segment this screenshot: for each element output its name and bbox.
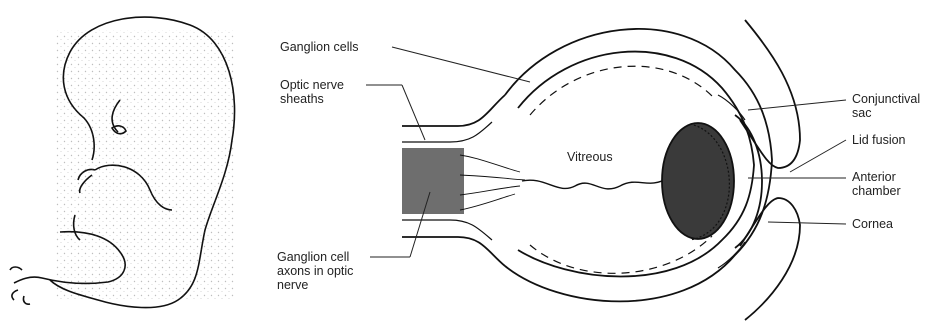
label-conjunctival-sac: Conjunctival sac (852, 92, 920, 120)
lower-lid (740, 198, 800, 320)
embryo-stipple (55, 30, 235, 300)
label-lid-fusion: Lid fusion (852, 133, 906, 147)
hyaloid-artery (522, 178, 668, 189)
label-cornea: Cornea (852, 217, 893, 231)
label-anterior-chamber: Anterior chamber (852, 170, 901, 198)
label-ganglion-cells: Ganglion cells (280, 40, 359, 54)
embryo-illustration (10, 17, 235, 307)
leader-lid-fusion (790, 140, 846, 172)
lens (662, 123, 734, 239)
leader-conjunctival-sac (748, 100, 846, 110)
label-vitreous: Vitreous (567, 150, 613, 164)
leader-cornea (768, 222, 846, 224)
optic-nerve-sheath-lower (402, 237, 505, 266)
label-ganglion-cell-axons: Ganglion cell axons in optic nerve (277, 250, 353, 292)
label-optic-nerve-sheaths: Optic nerve sheaths (280, 78, 344, 106)
optic-nerve-axons (402, 148, 464, 214)
leader-ganglion-cells (392, 47, 530, 82)
